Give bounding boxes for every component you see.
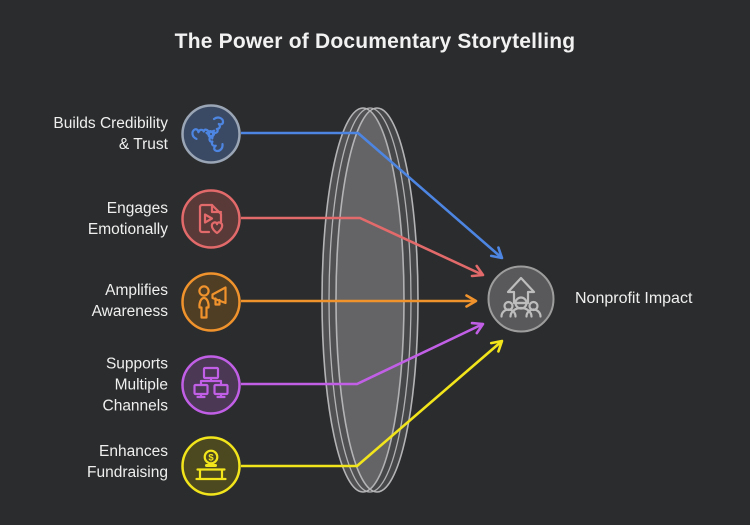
- factor-label-awareness: Amplifies Awareness: [91, 282, 168, 320]
- connector-channels: [241, 322, 484, 386]
- outcome-label: Nonprofit Impact: [575, 290, 693, 307]
- arrowhead-emotion: [470, 264, 485, 278]
- megaphone-person-icon: [181, 272, 241, 332]
- network-screens-glyph: [193, 366, 229, 399]
- network-screens-icon: [181, 355, 241, 415]
- group-impact-glyph: [500, 276, 542, 318]
- arrowhead-credibility: [489, 246, 504, 260]
- dollar-glyph: $: [208, 453, 214, 464]
- connector-emotion: [241, 216, 484, 277]
- icon-circle: [181, 272, 241, 332]
- icon-circle: [181, 355, 241, 415]
- factor-label-fundraising: Enhances Fundraising: [87, 443, 168, 481]
- factor-label-channels: Supports Multiple Channels: [102, 355, 169, 415]
- media-heart-glyph: [198, 203, 224, 235]
- media-heart-icon: [181, 189, 241, 249]
- arrowhead-fundraising: [489, 339, 504, 353]
- hands-trust-icon: [181, 104, 241, 164]
- arrowhead-awareness: [465, 294, 478, 308]
- donation-box-icon: $: [181, 436, 241, 496]
- group-impact-icon: [487, 265, 555, 333]
- factor-label-credibility: Builds Credibility & Trust: [53, 115, 168, 153]
- connector-fundraising: [241, 340, 503, 468]
- factor-label-emotion: Engages Emotionally: [87, 200, 168, 238]
- hands-trust-glyph: [191, 116, 225, 153]
- icon-circle: [181, 104, 241, 164]
- outcome-circle: [487, 265, 555, 333]
- megaphone-person-glyph: [198, 285, 227, 319]
- connector-credibility: [241, 131, 503, 259]
- diagram-title: The Power of Documentary Storytelling: [174, 30, 576, 53]
- donation-box-glyph: $: [195, 449, 227, 481]
- arrowhead-channels: [470, 321, 485, 335]
